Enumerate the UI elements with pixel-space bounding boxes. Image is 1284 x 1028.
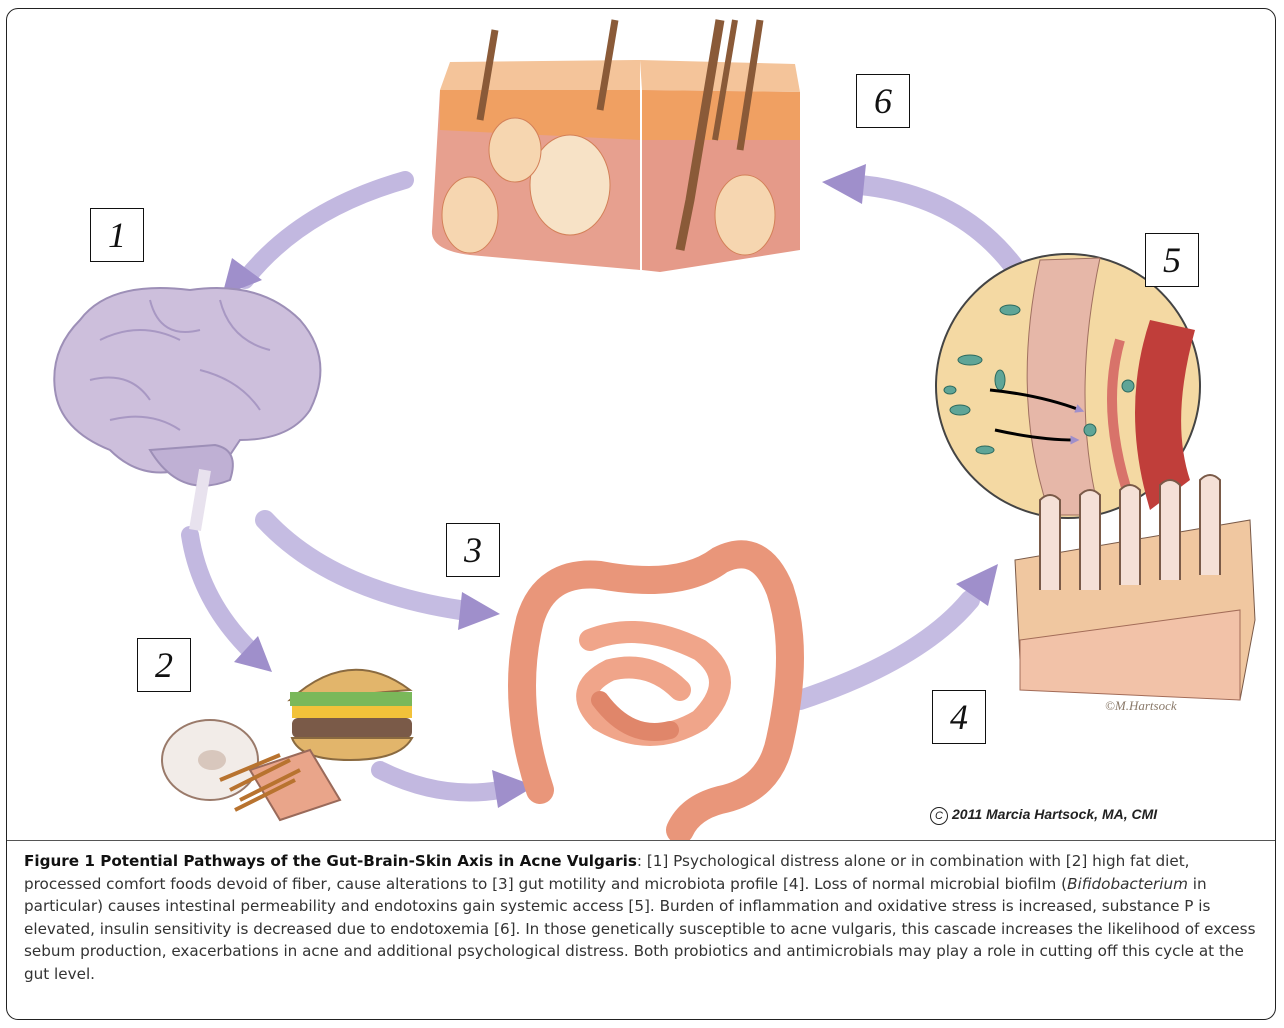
label-5: 5 <box>1145 233 1199 287</box>
arrow-brain-to-food <box>190 535 272 672</box>
label-2: 2 <box>137 638 191 692</box>
arrow-food-to-gut <box>380 770 535 808</box>
figure-caption: Figure 1 Potential Pathways of the Gut-B… <box>24 850 1264 985</box>
arrow-inflammation-to-skin <box>822 164 1015 268</box>
intestines <box>522 554 790 830</box>
arrow-skin-to-brain <box>222 180 405 296</box>
copyright-text: 2011 Marcia Hartsock, MA, CMI <box>952 806 1157 822</box>
villi-block <box>1015 475 1255 700</box>
caption-italic: Bifidobacterium <box>1067 875 1188 893</box>
caption-title: Figure 1 Potential Pathways of the Gut-B… <box>24 852 637 870</box>
illustration: ©M.Hartsock <box>0 0 1284 840</box>
label-1: 1 <box>90 208 144 262</box>
arrow-gut-to-biofilm <box>800 564 998 700</box>
gut-lining-inset <box>936 254 1200 518</box>
signature: ©M.Hartsock <box>1105 698 1177 713</box>
copyright-symbol: C <box>930 807 948 825</box>
label-6: 6 <box>856 74 910 128</box>
junk-food <box>162 670 412 820</box>
skin-cross-section <box>432 20 800 272</box>
caption-divider <box>7 840 1275 841</box>
label-3: 3 <box>446 523 500 577</box>
brain <box>54 288 320 530</box>
label-4: 4 <box>932 690 986 744</box>
